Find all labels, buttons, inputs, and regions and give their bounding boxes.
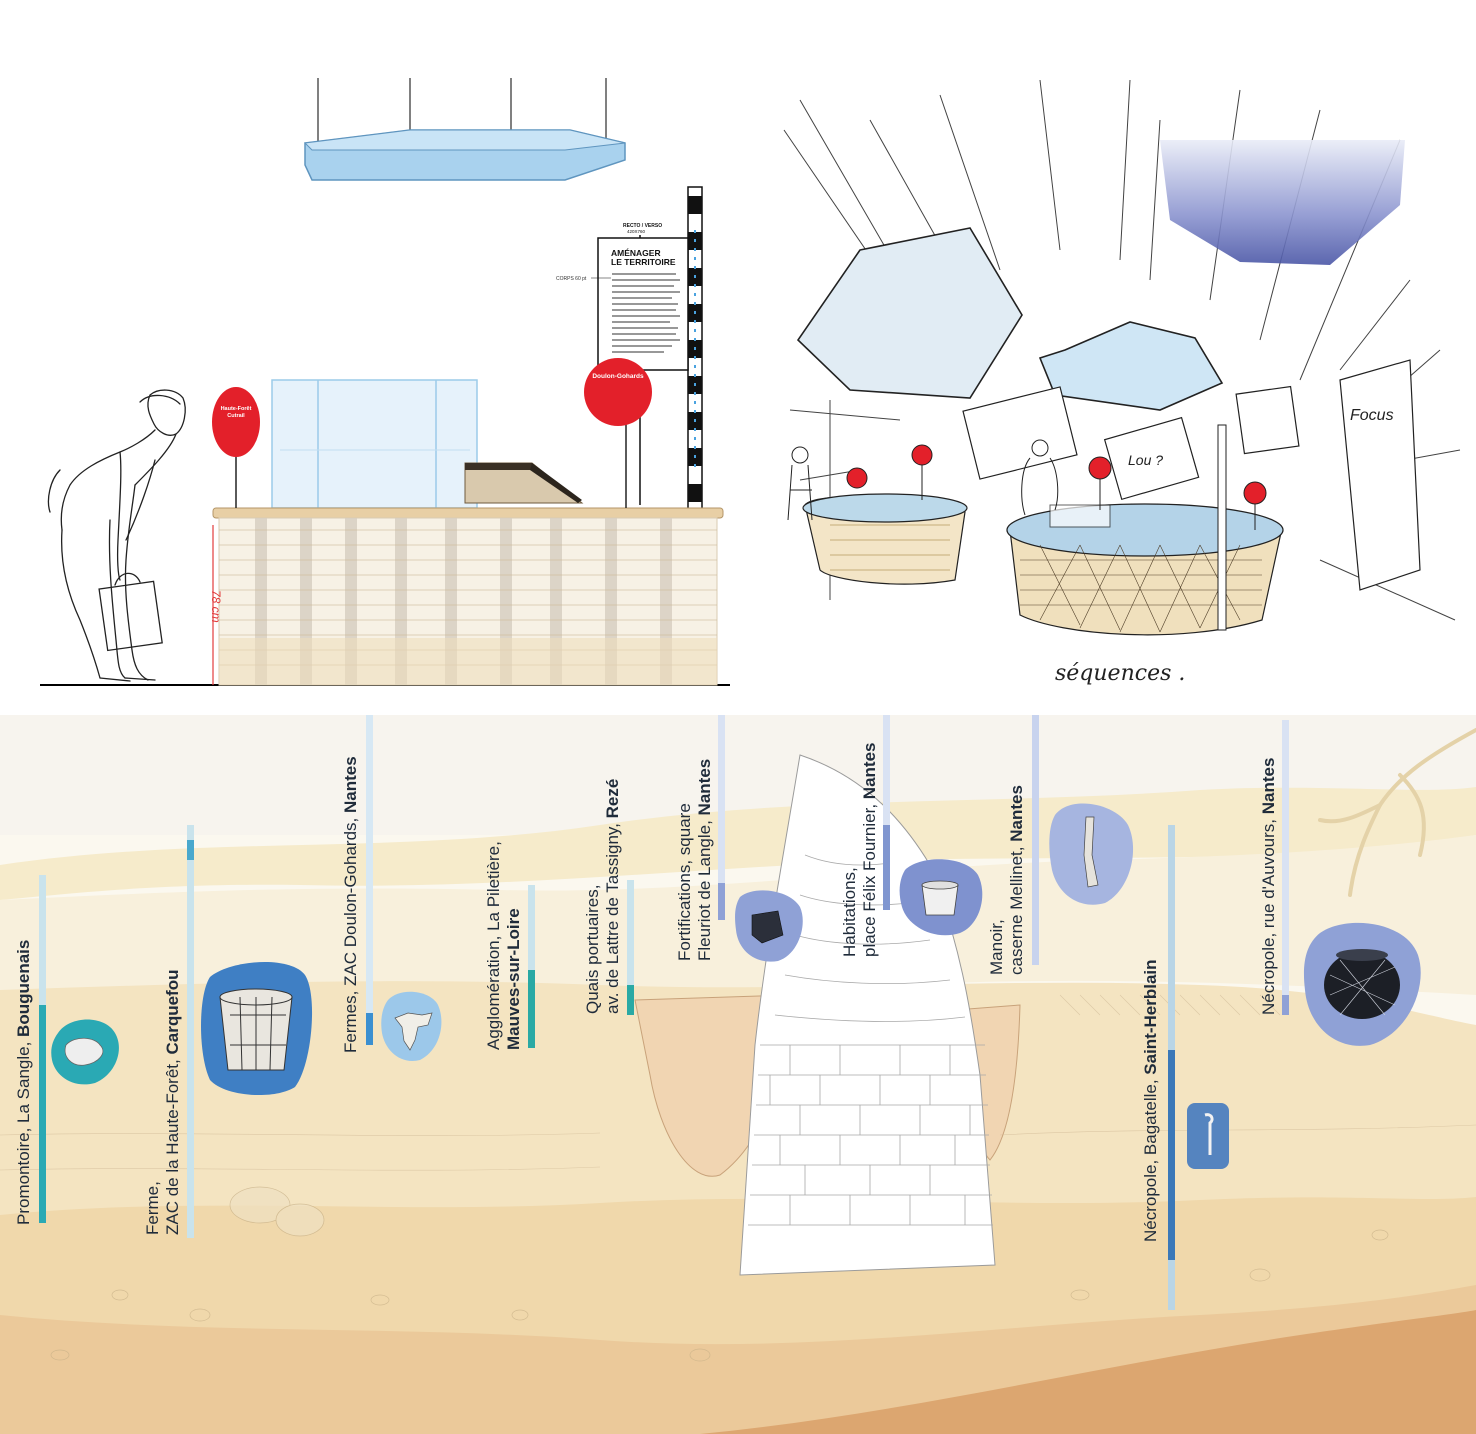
site-label-auvours: Nécropole, rue d'Auvours, Nantes — [1259, 757, 1278, 1015]
wall-stones — [748, 854, 993, 1226]
sketch-panel-scribble: Lou ? — [1128, 452, 1163, 468]
artifact-badges — [51, 803, 1421, 1169]
sketch-red-marker — [846, 467, 868, 489]
sketch-caption: séquences . — [1055, 661, 1185, 686]
table-height-dimension: 78 cm — [209, 590, 223, 623]
timeline-bar — [1282, 995, 1289, 1015]
exhibition-elevation-and-sketch: RECTO / VERSO 420X760 AMÉNAGER LE TERRIT… — [40, 78, 1461, 686]
timeline-bar — [39, 1005, 46, 1223]
stratum-bedrock — [700, 1310, 1476, 1434]
stratigraphy-illustration — [0, 715, 1476, 1434]
site-label-bouguenais: Promontoire, La Sangle, Bouguenais — [14, 939, 33, 1225]
timeline-bar — [366, 1013, 373, 1045]
roots — [1318, 728, 1476, 897]
site-label-fortifications: Fortifications, square Fleuriot de Langl… — [675, 758, 714, 961]
timeline-bar — [1032, 715, 1039, 965]
scenography-sketch: Lou ? Focus — [783, 79, 1461, 686]
panel-tag: RECTO / VERSO — [623, 223, 662, 229]
timeline-bar — [883, 825, 890, 910]
lectern — [464, 462, 584, 504]
timeline-bar — [366, 715, 373, 1045]
site-label-reze: Quais portuaires, av. de Lattre de Tassi… — [583, 778, 622, 1014]
sketch-red-marker — [1243, 481, 1267, 505]
timeline-bar — [627, 880, 634, 1015]
panel-title-line1: AMÉNAGER — [611, 248, 661, 258]
display-case — [271, 379, 478, 509]
sketch-hexagon-blue — [1160, 140, 1405, 265]
sketch-hexagon-left — [796, 227, 1023, 399]
timeline-bars — [39, 715, 1289, 1310]
timeline-bar — [528, 885, 535, 1048]
measuring-pole — [687, 186, 703, 608]
timeline-bar — [718, 715, 725, 920]
sign-right-title: Doulon-Gohards — [592, 373, 644, 380]
site-label-doulon-gohards: Fermes, ZAC Doulon-Gohards, Nantes — [341, 756, 360, 1053]
timeline-bar — [1168, 1050, 1175, 1260]
site-label-habitations: Habitations, place Félix Fournier, Nante… — [840, 742, 879, 957]
timeline-bar — [187, 825, 194, 1238]
sign-left-title-2: Cutrail — [227, 413, 245, 419]
timeline-bar — [627, 985, 634, 1015]
site-label-carquefou: Ferme, ZAC de la Haute-Forêt, Carquefou — [143, 969, 182, 1235]
site-label-saint-herblain: Nécropole, Bagatelle, Saint-Herblain — [1141, 959, 1160, 1242]
pin-icon — [1187, 1103, 1229, 1169]
timeline-bar — [187, 840, 194, 860]
sketch-red-marker — [1088, 456, 1112, 480]
sign-left-title-1: Haute-Forêt — [221, 406, 252, 412]
sketch-red-marker — [911, 444, 933, 466]
timeline-bar — [1282, 720, 1289, 1015]
site-label-mauves: Agglomération, La Piletière, Mauves-sur-… — [484, 841, 523, 1050]
timeline-bar — [883, 715, 890, 910]
panel-title-line2: LE TERRITOIRE — [611, 257, 676, 267]
sketch-wall-word: Focus — [1350, 407, 1394, 424]
sign-right: Doulon-Gohards — [584, 358, 652, 508]
timeline-bar — [718, 883, 725, 920]
text-panel: RECTO / VERSO 420X760 AMÉNAGER LE TERRIT… — [556, 223, 689, 505]
panel-tag-size: 420X760 — [627, 229, 646, 234]
sketch-table-left — [802, 493, 968, 585]
sketch-table-right — [1006, 503, 1284, 636]
sketch-hexagon-center — [1038, 321, 1224, 411]
panel-size-note: CORPS 60 pt — [556, 276, 587, 282]
exhibition-table: 78 cm — [209, 507, 724, 686]
site-label-manoir: Manoir, caserne Mellinet, Nantes — [987, 785, 1026, 975]
sign-left: Haute-Forêt Cutrail — [212, 387, 260, 508]
visitor-figure — [47, 389, 186, 682]
ceiling-panel — [303, 78, 626, 181]
timeline-bar — [528, 970, 535, 1048]
